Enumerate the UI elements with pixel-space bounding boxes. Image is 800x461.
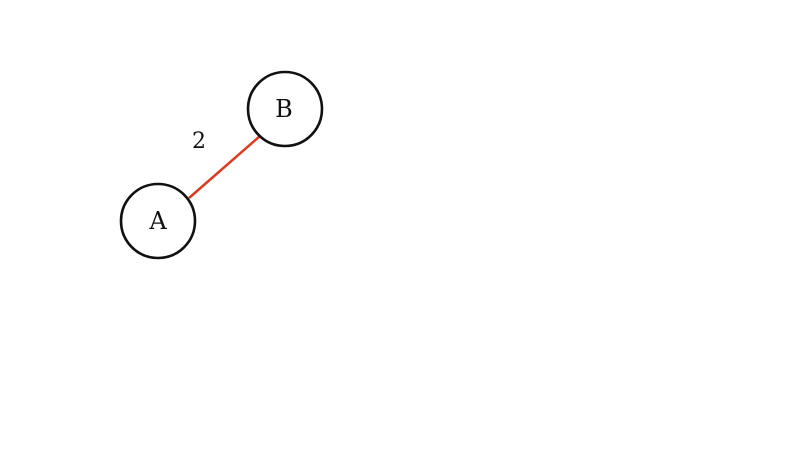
node-a-label: A: [148, 207, 167, 235]
node-b-label: B: [275, 95, 293, 123]
edge-weight-label: 2: [192, 129, 206, 154]
node-a-circle: [119, 182, 197, 260]
node-a[interactable]: A: [119, 182, 197, 260]
edge-a-b: 2: [188, 129, 261, 199]
node-b[interactable]: B: [246, 70, 324, 148]
node-b-circle: [246, 70, 324, 148]
edge-line: [188, 135, 261, 199]
